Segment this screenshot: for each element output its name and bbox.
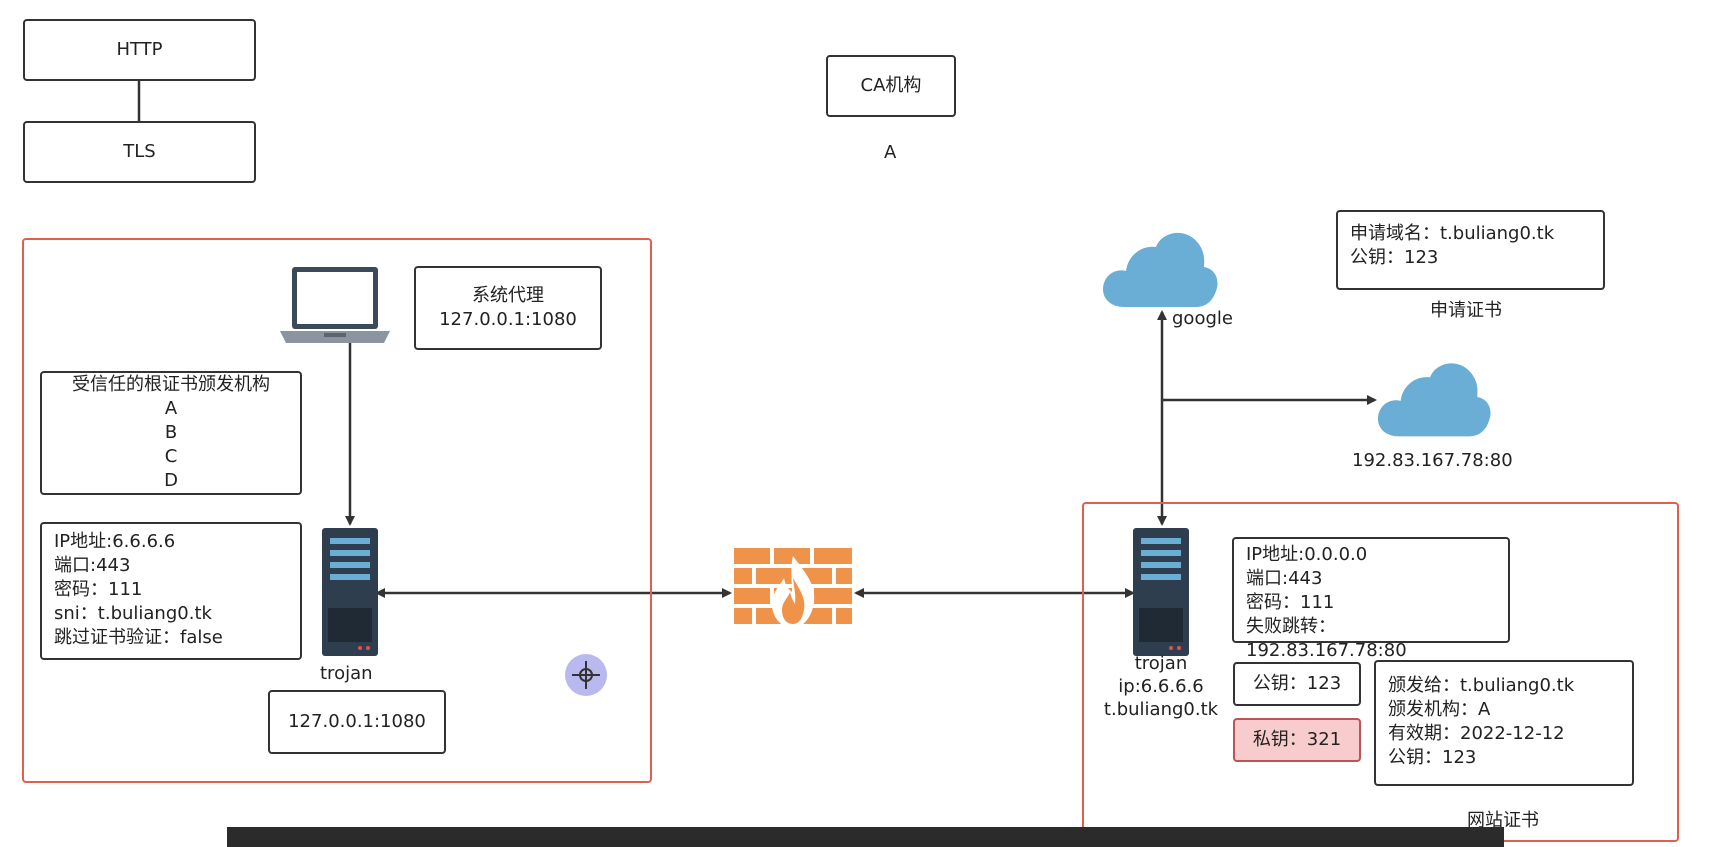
client-local-addr: 127.0.0.1:1080 <box>288 711 426 732</box>
apply-domain: 申请域名：t.buliang0.tk <box>1350 223 1555 244</box>
ca-label: CA机构 <box>860 75 922 96</box>
server-icon <box>1133 528 1189 656</box>
server-config-box: IP地址:0.0.0.0 端口:443 密码：111 失败跳转：192.83.1… <box>1232 537 1510 661</box>
server-trojan-label: trojan ip:6.6.6.6 t.buliang0.tk <box>1092 652 1230 721</box>
cert-issued-to: 颁发给：t.buliang0.tk <box>1388 675 1575 696</box>
server-trojan-name: trojan <box>1134 653 1188 674</box>
fallback-addr-label: 192.83.167.78:80 <box>1352 450 1513 471</box>
site-cert-caption: 网站证书 <box>1467 810 1539 831</box>
trusted-root-b: B <box>164 422 178 443</box>
site-cert-box: 颁发给：t.buliang0.tk 颁发机构：A 有效期：2022-12-12 … <box>1374 660 1634 786</box>
cert-issuer: 颁发机构：A <box>1388 699 1491 720</box>
client-config-box: IP地址:6.6.6.6 端口:443 密码：111 sni：t.buliang… <box>40 522 302 660</box>
fallback-cloud-icon <box>1377 363 1491 437</box>
http-label: HTTP <box>116 39 163 60</box>
crosshair-icon[interactable] <box>564 653 608 697</box>
ca-box: CA机构 <box>826 55 956 117</box>
ca-sub-label: A <box>884 142 897 163</box>
trusted-roots-box: 受信任的根证书颁发机构 A B C D <box>40 371 302 495</box>
server-trojan-ip: ip:6.6.6.6 <box>1118 676 1204 697</box>
private-key-label: 私钥：321 <box>1252 729 1342 750</box>
client-sni: sni：t.buliang0.tk <box>54 603 212 624</box>
server-fallback: 失败跳转：192.83.167.78:80 <box>1246 616 1407 661</box>
laptop-icon <box>280 267 390 343</box>
apply-cert-caption: 申请证书 <box>1430 300 1502 321</box>
client-password: 密码：111 <box>54 579 143 600</box>
client-port: 端口:443 <box>54 555 131 576</box>
server-ip: IP地址:0.0.0.0 <box>1246 544 1368 565</box>
server-password: 密码：111 <box>1246 592 1335 613</box>
trusted-root-a: A <box>164 398 178 419</box>
apply-domain-box: 申请域名：t.buliang0.tk 公钥：123 <box>1336 210 1605 290</box>
server-trojan-domain: t.buliang0.tk <box>1103 699 1219 720</box>
google-label: google <box>1172 308 1233 329</box>
video-subtitle-bar <box>227 827 1504 847</box>
tls-label: TLS <box>123 141 156 162</box>
client-skip-verify: 跳过证书验证：false <box>54 627 223 648</box>
cert-public-key: 公钥：123 <box>1388 747 1477 768</box>
private-key-box: 私钥：321 <box>1233 718 1361 762</box>
system-proxy-box: 系统代理 127.0.0.1:1080 <box>414 266 602 350</box>
trusted-roots-title: 受信任的根证书颁发机构 <box>72 374 270 395</box>
trusted-root-d: D <box>164 470 178 491</box>
apply-public-key: 公钥：123 <box>1350 247 1439 268</box>
server-port: 端口:443 <box>1246 568 1323 589</box>
firewall-icon <box>734 548 852 628</box>
system-proxy-addr: 127.0.0.1:1080 <box>439 309 577 330</box>
public-key-label: 公钥：123 <box>1252 673 1342 694</box>
http-box: HTTP <box>23 19 256 81</box>
google-cloud-icon <box>1102 232 1218 307</box>
cert-valid-until: 有效期：2022-12-12 <box>1388 723 1565 744</box>
public-key-box: 公钥：123 <box>1233 662 1361 706</box>
client-ip: IP地址:6.6.6.6 <box>54 531 176 552</box>
server-icon <box>322 528 378 656</box>
client-local-addr-box: 127.0.0.1:1080 <box>268 690 446 754</box>
tls-box: TLS <box>23 121 256 183</box>
system-proxy-title: 系统代理 <box>472 285 544 306</box>
client-trojan-label: trojan <box>320 663 373 684</box>
trusted-root-c: C <box>164 446 178 467</box>
client-region <box>22 238 652 783</box>
